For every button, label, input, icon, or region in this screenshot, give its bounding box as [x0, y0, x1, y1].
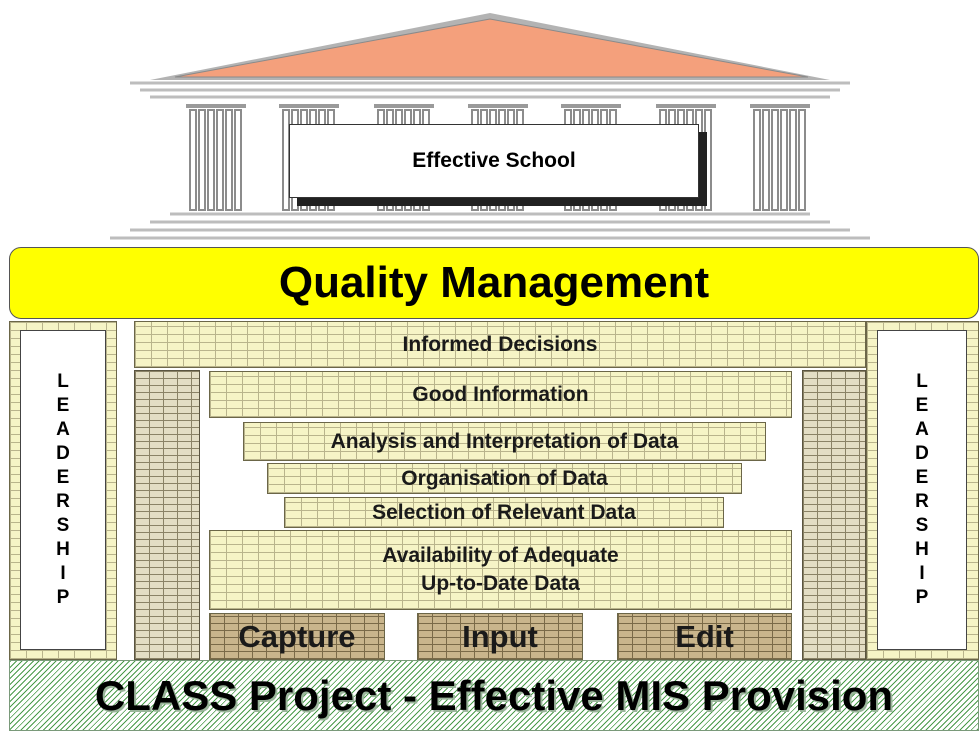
organisation-label: Organisation of Data	[401, 466, 608, 490]
leadership-letter: S	[56, 515, 70, 536]
temple-column	[186, 104, 246, 211]
leadership-letter: H	[915, 539, 929, 560]
foundation-band: CLASS Project - Effective MIS Provision	[9, 660, 979, 731]
foundation-label: CLASS Project - Effective MIS Provision	[94, 671, 894, 719]
leadership-letter: D	[915, 443, 929, 464]
analysis-layer: Analysis and Interpretation of Data	[243, 422, 766, 461]
effective-school-label: Effective School	[412, 149, 576, 172]
availability-label-line1: Availability of Adequate	[382, 544, 619, 567]
leadership-letter: E	[915, 395, 929, 416]
selection-label: Selection of Relevant Data	[372, 500, 636, 524]
leadership-letter: R	[915, 491, 929, 512]
temple-steps	[110, 212, 870, 240]
inner-right-pillar	[802, 370, 866, 660]
leadership-letter: E	[915, 467, 929, 488]
organisation-layer: Organisation of Data	[267, 463, 742, 494]
leadership-letter: A	[915, 419, 929, 440]
leadership-letter: A	[56, 419, 70, 440]
leadership-letter: L	[916, 371, 928, 392]
quality-management-label: Quality Management	[278, 258, 710, 307]
leadership-letter: H	[56, 539, 70, 560]
temple-roof-face	[174, 18, 809, 78]
informed-decisions-label: Informed Decisions	[402, 332, 598, 356]
temple-column	[750, 104, 810, 211]
leadership-letter: P	[56, 587, 70, 608]
leadership-letter: E	[56, 467, 70, 488]
availability-label-line2: Up-to-Date Data	[421, 572, 580, 595]
input-label: Input	[462, 618, 538, 654]
edit-label: Edit	[675, 618, 734, 654]
edit-block: Edit	[617, 613, 792, 660]
capture-label: Capture	[238, 618, 356, 654]
leadership-letter: E	[56, 395, 70, 416]
effective-school-sign: Effective School	[289, 124, 699, 198]
temple-illustration	[110, 13, 870, 240]
leadership-letter: S	[915, 515, 929, 536]
leadership-letter: P	[915, 587, 929, 608]
leadership-letter: L	[57, 371, 69, 392]
inner-left-pillar	[134, 370, 200, 660]
good-information-label: Good Information	[412, 382, 589, 406]
selection-layer: Selection of Relevant Data	[284, 497, 724, 528]
availability-layer: Availability of Adequate Up-to-Date Data	[209, 530, 792, 610]
leadership-letter: R	[56, 491, 70, 512]
capture-block: Capture	[209, 613, 385, 660]
temple-entablature	[130, 81, 850, 99]
leadership-letter: I	[919, 563, 925, 584]
informed-decisions-layer: Informed Decisions	[134, 321, 866, 368]
input-block: Input	[417, 613, 583, 660]
leadership-letter: I	[60, 563, 66, 584]
analysis-label: Analysis and Interpretation of Data	[330, 429, 679, 453]
good-information-layer: Good Information	[209, 371, 792, 418]
leadership-letter: D	[56, 443, 70, 464]
quality-management-band: Quality Management	[9, 247, 979, 319]
